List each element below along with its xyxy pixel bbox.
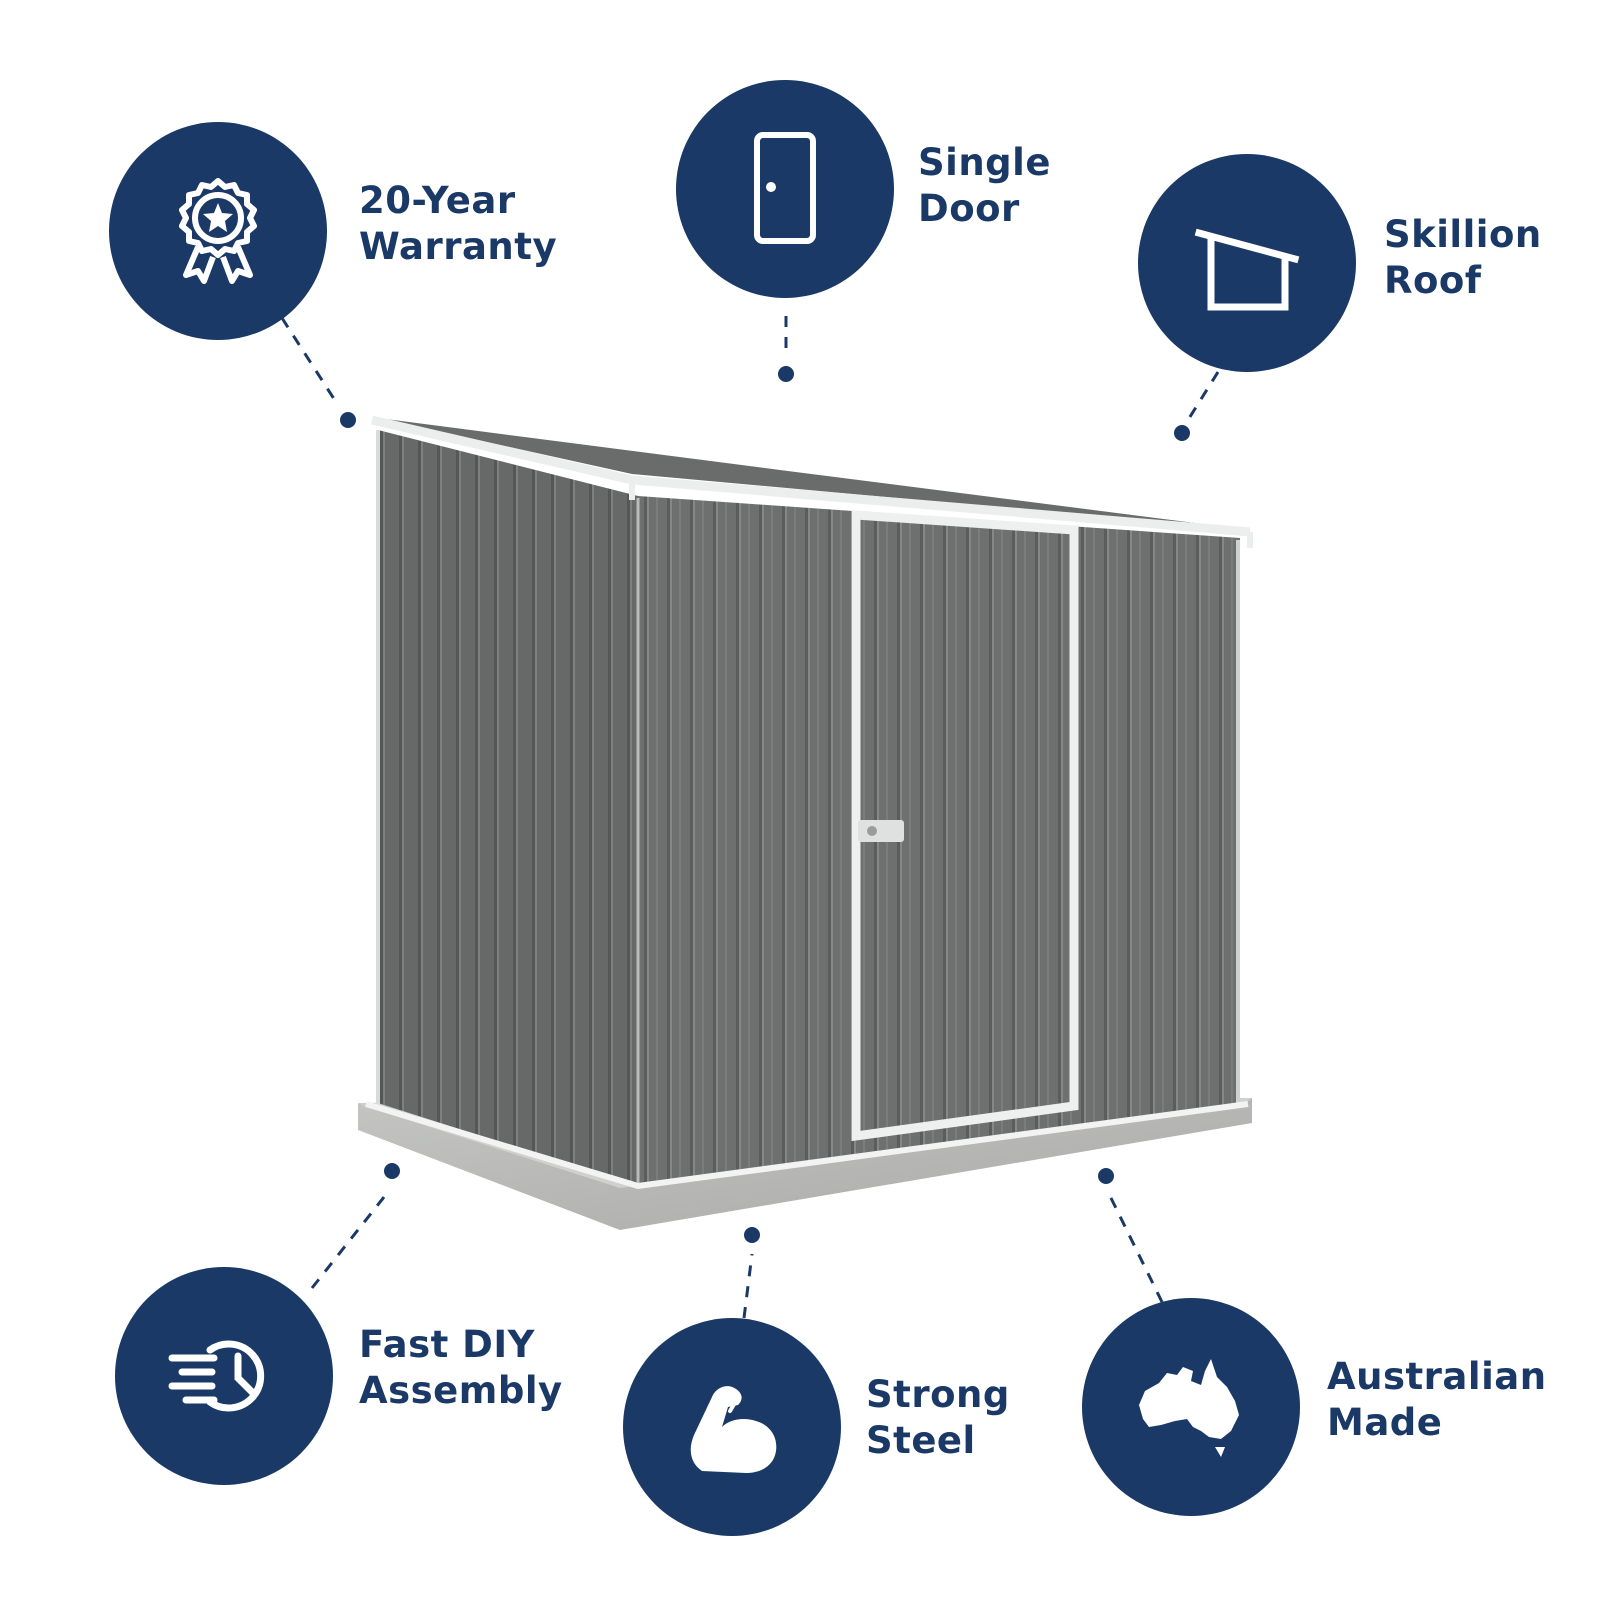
warranty-badge — [109, 122, 327, 340]
connector-dot-steel — [744, 1227, 760, 1243]
steel-label: Strong Steel — [866, 1372, 1010, 1464]
door-badge — [676, 80, 894, 298]
shed-door-latch — [858, 820, 904, 842]
connector-warranty — [280, 317, 338, 403]
warranty-label-line1: 20-Year — [359, 179, 516, 222]
roof-label-line1: Skillion — [1384, 213, 1542, 256]
assembly-label-line2: Assembly — [359, 1369, 563, 1412]
assembly-badge — [115, 1267, 333, 1485]
australian-label: Australian Made — [1327, 1354, 1547, 1446]
steel-badge — [623, 1318, 841, 1536]
door-label-line2: Door — [918, 187, 1020, 230]
shed-door — [865, 524, 1066, 1127]
australia-map-icon — [1139, 1359, 1239, 1457]
connector-dot-assembly — [384, 1163, 400, 1179]
warranty-label: 20-Year Warranty — [359, 178, 557, 270]
door-label-line1: Single — [918, 141, 1051, 184]
assembly-label-line1: Fast DIY — [359, 1323, 535, 1366]
award-ribbon-star-icon — [179, 178, 257, 284]
connector-roof — [1186, 371, 1220, 421]
steel-label-line1: Strong — [866, 1373, 1010, 1416]
australian-label-line2: Made — [1327, 1401, 1443, 1444]
australian-badge — [1082, 1298, 1300, 1516]
flexed-bicep-icon — [690, 1386, 777, 1473]
shed-side-wall — [378, 430, 638, 1186]
warranty-label-line2: Warranty — [359, 225, 558, 268]
roof-badge — [1138, 154, 1356, 372]
australian-label-line1: Australian — [1327, 1355, 1547, 1398]
skillion-roof-icon — [1194, 228, 1300, 311]
connector-dot-door — [778, 366, 794, 382]
connector-dot-roof — [1174, 425, 1190, 441]
shed-door-frame — [851, 510, 1079, 1142]
connector-dot-australian — [1098, 1168, 1114, 1184]
steel-label-line2: Steel — [866, 1419, 976, 1462]
connector-dot-warranty — [340, 412, 356, 428]
door-label: Single Door — [918, 140, 1051, 232]
fast-clock-icon — [168, 1340, 265, 1412]
assembly-label: Fast DIY Assembly — [359, 1322, 563, 1414]
roof-label: Skillion Roof — [1384, 212, 1542, 304]
door-icon — [754, 132, 816, 244]
roof-label-line2: Roof — [1384, 259, 1482, 302]
connector-steel — [742, 1253, 754, 1319]
